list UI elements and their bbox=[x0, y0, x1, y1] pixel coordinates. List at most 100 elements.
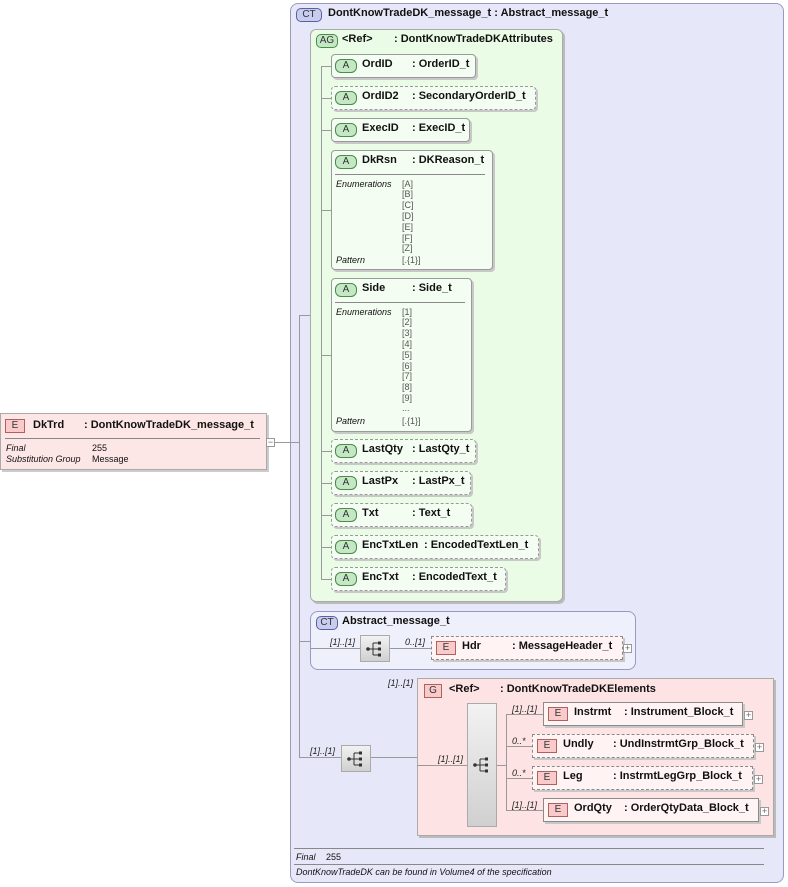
element-name: OrdQty bbox=[574, 802, 612, 814]
connector bbox=[321, 66, 322, 579]
attribute-badge: A bbox=[335, 91, 357, 105]
attribute-name: LastPx bbox=[362, 475, 399, 487]
multiplicity: [1]..[1] bbox=[512, 704, 538, 714]
prop-key: Substitution Group bbox=[6, 454, 81, 464]
enum-value: [C] bbox=[402, 200, 414, 210]
attribute-badge: A bbox=[335, 572, 357, 586]
enum-value: [D] bbox=[402, 211, 414, 221]
root-element-name: DkTrd bbox=[33, 419, 65, 431]
enum-value: [E] bbox=[402, 222, 414, 232]
group-name: <Ref> bbox=[449, 683, 480, 695]
multiplicity: 0..* bbox=[512, 768, 526, 778]
connector bbox=[417, 765, 467, 766]
expand-icon[interactable]: + bbox=[760, 806, 769, 816]
attribute-node[interactable] bbox=[331, 86, 536, 110]
attribute-type: : Side_t bbox=[412, 282, 452, 294]
enum-value: [7] bbox=[402, 371, 413, 381]
attribute-type: : EncodedTextLen_t bbox=[424, 539, 529, 551]
attribute-badge: A bbox=[335, 508, 357, 522]
connector bbox=[321, 66, 331, 67]
connector bbox=[497, 765, 506, 766]
element-type: : OrderQtyData_Block_t bbox=[624, 802, 749, 814]
element-type: : MessageHeader_t bbox=[512, 640, 613, 652]
element-node[interactable] bbox=[543, 702, 743, 726]
connector bbox=[321, 547, 331, 548]
connector bbox=[506, 810, 543, 811]
connector bbox=[506, 714, 543, 715]
element-node[interactable] bbox=[532, 766, 753, 790]
root-element-box[interactable] bbox=[0, 413, 267, 470]
element-badge: E bbox=[548, 707, 568, 721]
enum-value: [F] bbox=[402, 233, 413, 243]
connector bbox=[321, 130, 331, 131]
attribute-type: : LastPx_t bbox=[412, 475, 465, 487]
enum-value: [4] bbox=[402, 339, 413, 349]
element-node[interactable] bbox=[543, 798, 759, 822]
attribute-node[interactable] bbox=[331, 535, 539, 559]
element-badge: E bbox=[537, 739, 557, 753]
attribute-name: LastQty bbox=[362, 443, 403, 455]
prop-value: 255 bbox=[92, 443, 108, 453]
divider bbox=[294, 864, 764, 865]
multiplicity: [1]..[1] bbox=[388, 678, 414, 688]
element-badge: E bbox=[548, 803, 568, 817]
multiplicity: 0..* bbox=[512, 736, 526, 746]
expand-icon[interactable]: + bbox=[623, 643, 632, 653]
connector bbox=[299, 641, 310, 642]
attribute-type: : DKReason_t bbox=[412, 154, 485, 166]
enum-value: [3] bbox=[402, 328, 413, 338]
attribute-badge: A bbox=[335, 476, 357, 490]
attribute-node[interactable] bbox=[331, 150, 493, 270]
divider bbox=[335, 174, 485, 175]
connector bbox=[310, 648, 360, 649]
connector bbox=[321, 98, 331, 99]
element-node[interactable] bbox=[431, 636, 623, 660]
connector bbox=[321, 515, 331, 516]
sequence-icon bbox=[366, 641, 381, 657]
prop-value: Message bbox=[92, 454, 129, 464]
enum-value: [Z] bbox=[402, 243, 413, 253]
connector bbox=[506, 778, 532, 779]
attribute-badge: A bbox=[335, 155, 357, 169]
ag-badge: AG bbox=[316, 34, 338, 48]
pattern-value: [.{1}] bbox=[402, 416, 421, 426]
element-badge: E bbox=[5, 419, 25, 433]
expand-icon[interactable]: + bbox=[754, 774, 763, 784]
expand-icon[interactable]: + bbox=[755, 742, 764, 752]
enum-value: [B] bbox=[402, 189, 414, 199]
connector bbox=[321, 579, 331, 580]
multiplicity: [1]..[1] bbox=[330, 637, 356, 647]
attribute-node[interactable] bbox=[331, 118, 470, 142]
attribute-name: DkRsn bbox=[362, 154, 397, 166]
footer-note: DontKnowTradeDK can be found in Volume4 … bbox=[296, 867, 552, 877]
attribute-name: EncTxt bbox=[362, 571, 399, 583]
sequence-icon[interactable] bbox=[467, 703, 497, 827]
divider bbox=[294, 848, 764, 849]
expand-icon[interactable]: + bbox=[744, 710, 753, 720]
enum-value: ... bbox=[402, 403, 410, 413]
attribute-node[interactable] bbox=[331, 278, 472, 432]
sequence-icon[interactable] bbox=[360, 635, 390, 662]
attribute-name: Side bbox=[362, 282, 386, 294]
attribute-type: : Text_t bbox=[412, 507, 451, 519]
group-type: : DontKnowTradeDKElements bbox=[500, 683, 656, 695]
connector bbox=[371, 757, 417, 758]
attribute-node[interactable] bbox=[331, 567, 506, 591]
ag-name: <Ref> bbox=[342, 33, 373, 45]
footer-value: 255 bbox=[326, 852, 342, 862]
attribute-type: : OrderID_t bbox=[412, 58, 470, 70]
group-badge: G bbox=[424, 684, 442, 698]
enum-value: [A] bbox=[402, 179, 414, 189]
sequence-icon[interactable] bbox=[341, 745, 371, 772]
abstract-type-title: Abstract_message_t bbox=[342, 615, 450, 627]
attribute-node[interactable] bbox=[331, 439, 476, 463]
attribute-badge: A bbox=[335, 59, 357, 73]
connector bbox=[506, 746, 532, 747]
divider bbox=[5, 438, 260, 439]
root-element-type: : DontKnowTradeDK_message_t bbox=[84, 419, 254, 431]
element-node[interactable] bbox=[532, 734, 754, 758]
attribute-type: : EncodedText_t bbox=[412, 571, 497, 583]
collapse-icon[interactable]: − bbox=[266, 437, 275, 447]
connector bbox=[321, 483, 331, 484]
enum-label: Enumerations bbox=[336, 179, 392, 189]
